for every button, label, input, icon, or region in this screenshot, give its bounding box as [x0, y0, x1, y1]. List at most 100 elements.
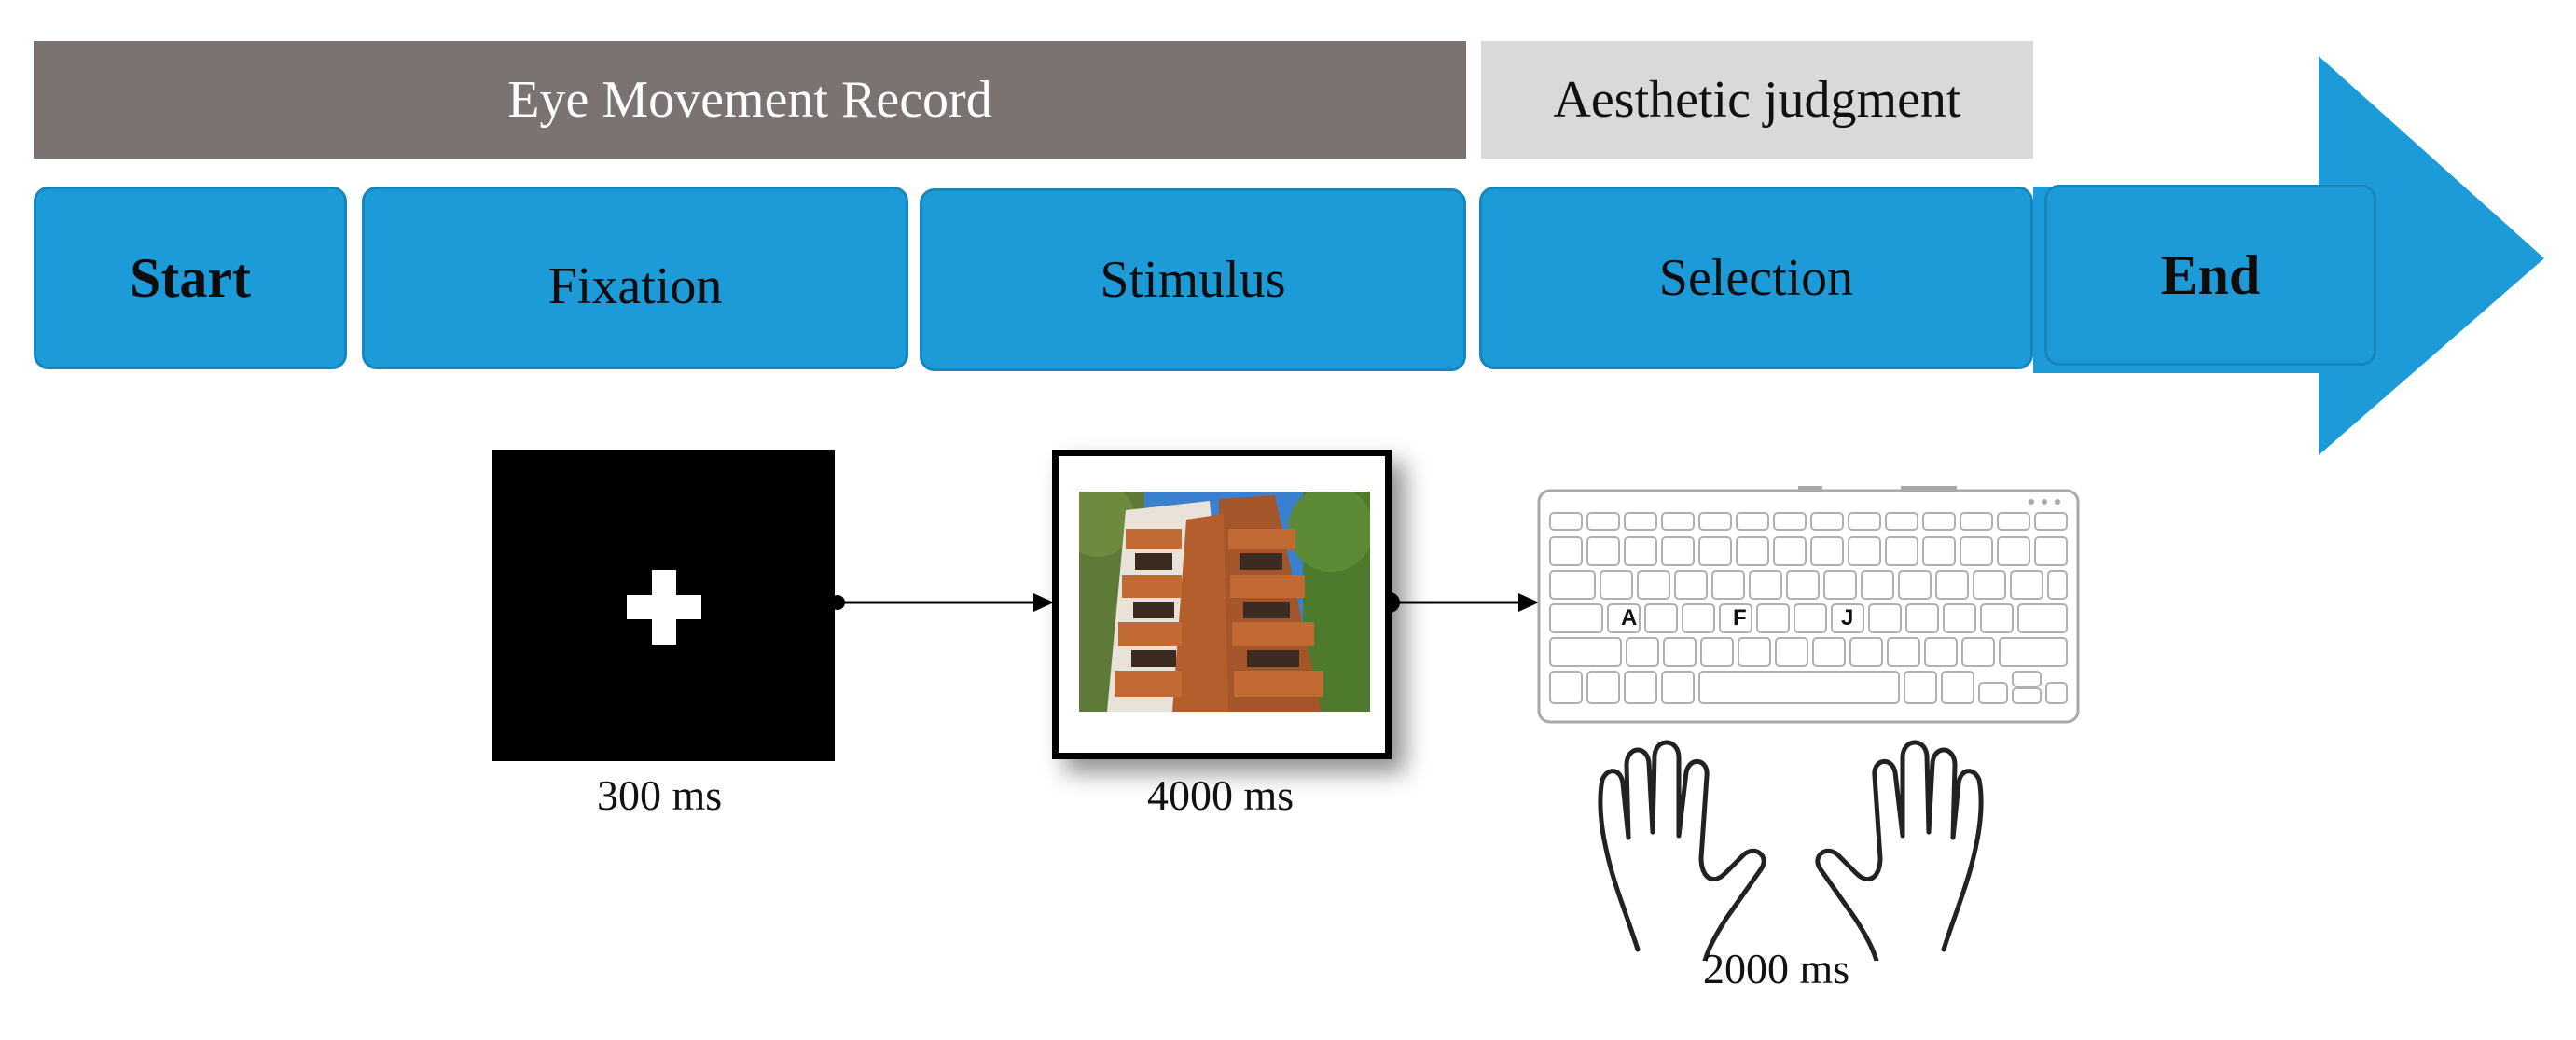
keyboard-key	[1773, 536, 1807, 566]
keyboard-key	[1978, 682, 2008, 704]
keyboard-key	[1823, 570, 1857, 600]
keyboard-key	[1698, 536, 1732, 566]
keyboard-key	[1861, 570, 1894, 600]
keyboard-key	[1885, 536, 1918, 566]
key-j-label: J	[1841, 605, 1853, 631]
key-f-label: F	[1733, 605, 1747, 631]
keyboard-key	[1831, 603, 1864, 633]
keyboard-key	[1943, 603, 1976, 633]
hands-icon	[1598, 740, 1984, 961]
keyboard-key	[1738, 637, 1771, 667]
eye-movement-record-bar: Eye Movement Record	[34, 41, 1466, 159]
keyboard-key	[1980, 603, 2014, 633]
keyboard-key	[1624, 671, 1657, 704]
keyboard-key	[1922, 512, 1956, 531]
keyboard-key	[1698, 671, 1900, 704]
keyboard-key	[1607, 603, 1641, 633]
step-fixation-label: Fixation	[547, 257, 723, 315]
keyboard-key	[1961, 637, 1995, 667]
fixation-duration: 300 ms	[597, 771, 723, 819]
step-start: Start	[34, 187, 347, 369]
keyboard-key	[2012, 671, 2042, 687]
keyboard-key	[1600, 570, 1633, 600]
fixation-screen	[492, 450, 835, 761]
keyboard-key	[1849, 637, 1883, 667]
stimulus-frame	[1052, 450, 1392, 759]
keyboard-key	[1661, 512, 1695, 531]
keyboard-key	[1941, 671, 1974, 704]
selection-duration: 2000 ms	[1703, 945, 1850, 992]
keyboard-key	[2047, 570, 2068, 600]
keyboard-key	[1586, 536, 1620, 566]
keyboard-key	[1586, 671, 1620, 704]
keyboard-key	[1794, 603, 1827, 633]
keyboard-key	[1810, 512, 1844, 531]
keyboard-key	[1624, 512, 1657, 531]
keyboard-key	[2034, 536, 2068, 566]
keyboard-key	[2045, 682, 2068, 704]
keyboard-key	[1960, 512, 1993, 531]
keyboard-key	[2034, 512, 2068, 531]
keyboard-key	[1922, 536, 1956, 566]
keyboard-key	[1924, 637, 1958, 667]
keyboard-key	[1586, 512, 1620, 531]
keyboard-key	[1810, 536, 1844, 566]
keyboard-key	[1898, 570, 1932, 600]
keyboard-key	[2012, 687, 2042, 704]
step-selection-label: Selection	[1658, 249, 1854, 307]
keyboard: A F J	[1537, 486, 2080, 724]
keyboard-key	[1999, 637, 2068, 667]
keyboard-key	[1749, 570, 1782, 600]
aesthetic-judgment-bar: Aesthetic judgment	[1481, 41, 2033, 159]
step-end-label: End	[2160, 243, 2261, 306]
stimulus-duration: 4000 ms	[1147, 771, 1295, 819]
keyboard-key	[1773, 512, 1807, 531]
keyboard-key	[1549, 512, 1583, 531]
building-photo	[1079, 492, 1370, 712]
keyboard-key	[1997, 512, 2030, 531]
keyboard-key	[2010, 570, 2043, 600]
keyboard-key	[1661, 671, 1695, 704]
keyboard-key	[2017, 603, 2068, 633]
keyboard-key	[1549, 570, 1596, 600]
keyboard-key	[1848, 536, 1881, 566]
step-start-label: Start	[130, 246, 251, 309]
keyboard-key	[1637, 570, 1670, 600]
keyboard-key	[1661, 536, 1695, 566]
keyboard-key	[1887, 637, 1920, 667]
keyboard-key	[1549, 536, 1583, 566]
key-a-label: A	[1621, 605, 1637, 631]
aesthetic-judgment-label: Aesthetic judgment	[1553, 71, 1961, 129]
keyboard-key	[1682, 603, 1715, 633]
keyboard-key	[1663, 637, 1697, 667]
keyboard-key	[1711, 570, 1745, 600]
step-stimulus-label: Stimulus	[1100, 251, 1286, 309]
keyboard-key	[1997, 536, 2030, 566]
keyboard-key	[1736, 536, 1769, 566]
keyboard-key	[1626, 637, 1659, 667]
keyboard-key	[1644, 603, 1678, 633]
keyboard-key	[1549, 671, 1583, 704]
keyboard-key	[1736, 512, 1769, 531]
keyboard-key	[1674, 570, 1708, 600]
keyboard-key	[1549, 603, 1603, 633]
fixation-cross-icon	[627, 570, 701, 645]
keyboard-key	[1848, 512, 1881, 531]
keyboard-key	[1935, 570, 1969, 600]
keyboard-key	[1700, 637, 1734, 667]
keyboard-key	[1885, 512, 1918, 531]
step-selection: Selection	[1479, 187, 2033, 369]
keyboard-key	[1973, 570, 2006, 600]
keyboard-key	[1719, 603, 1752, 633]
step-fixation: Fixation	[362, 187, 908, 369]
step-stimulus: Stimulus	[920, 188, 1466, 371]
eye-movement-record-label: Eye Movement Record	[507, 71, 992, 129]
keyboard-key	[1756, 603, 1790, 633]
keyboard-key	[1904, 671, 1937, 704]
keyboard-key	[1698, 512, 1732, 531]
keyboard-key	[1624, 536, 1657, 566]
keyboard-key	[1812, 637, 1846, 667]
keyboard-key	[1960, 536, 1993, 566]
keyboard-key	[1549, 637, 1622, 667]
keyboard-key	[1868, 603, 1902, 633]
